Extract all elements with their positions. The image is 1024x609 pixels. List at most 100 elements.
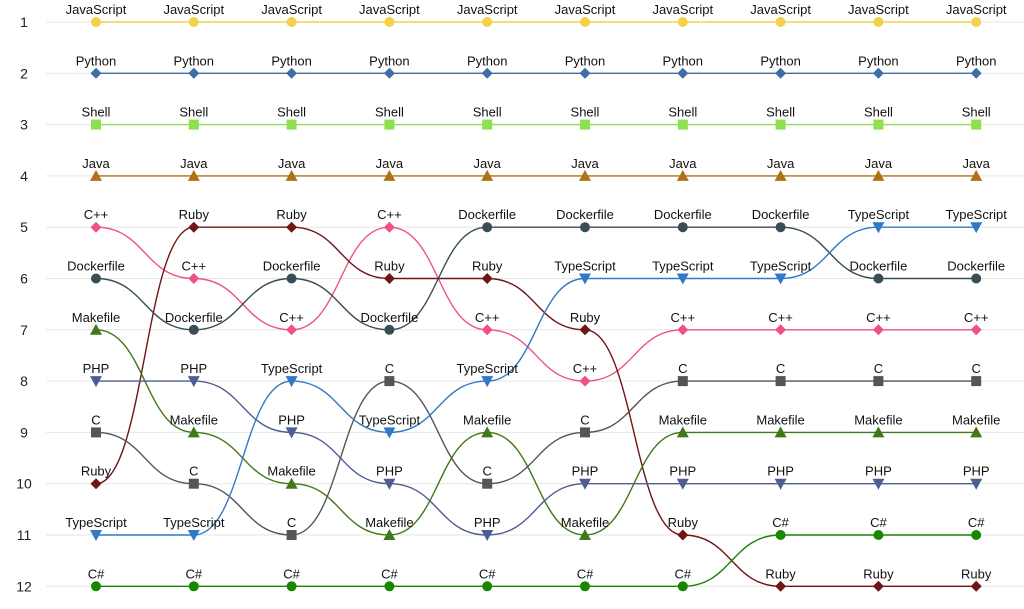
point-label-makefile: Makefile <box>854 412 902 427</box>
point-marker-python <box>383 67 395 79</box>
point-marker-c <box>971 530 982 540</box>
point-marker-javascript <box>286 17 297 27</box>
point-marker-java <box>676 169 689 181</box>
point-marker-typescript <box>90 530 102 541</box>
point-label-shell: Shell <box>375 105 404 120</box>
point-marker-ruby <box>286 221 298 233</box>
point-marker-php <box>970 478 983 490</box>
point-marker-c <box>482 581 493 592</box>
point-label-javascript: JavaScript <box>261 2 322 17</box>
point-marker-shell <box>775 119 786 130</box>
point-label-javascript: JavaScript <box>946 2 1007 17</box>
point-label-php: PHP <box>83 361 110 376</box>
point-marker-ruby <box>188 221 200 233</box>
point-marker-javascript <box>677 17 688 27</box>
point-label-java: Java <box>669 156 697 171</box>
point-label-java: Java <box>376 156 404 171</box>
point-marker-c <box>188 273 200 284</box>
point-marker-typescript <box>774 273 787 285</box>
point-marker-makefile <box>481 426 494 438</box>
point-marker-python <box>481 67 493 79</box>
point-label-javascript: JavaScript <box>359 2 420 17</box>
point-marker-python <box>677 67 689 79</box>
point-label-dockerfile: Dockerfile <box>850 259 908 274</box>
point-label-shell: Shell <box>82 105 111 120</box>
point-marker-dockerfile <box>971 273 982 284</box>
point-label-java: Java <box>962 156 990 171</box>
point-label-python: Python <box>467 53 507 68</box>
point-marker-c <box>873 530 884 540</box>
point-marker-php <box>872 478 885 490</box>
point-marker-typescript <box>383 427 396 439</box>
point-label-c: C <box>776 361 785 376</box>
point-label-c: C++ <box>866 310 891 325</box>
point-label-c: C# <box>772 515 789 530</box>
point-marker-javascript <box>873 17 884 27</box>
point-label-typescript: TypeScript <box>163 515 225 530</box>
point-label-python: Python <box>663 53 703 68</box>
point-label-shell: Shell <box>473 105 502 120</box>
rank-tick-label: 8 <box>20 373 28 389</box>
point-marker-typescript <box>872 222 885 234</box>
point-marker-dockerfile <box>286 273 297 284</box>
series-line-ruby <box>95 226 977 588</box>
point-label-typescript: TypeScript <box>359 412 421 427</box>
point-label-c: C++ <box>279 310 304 325</box>
point-label-ruby: Ruby <box>81 464 112 479</box>
point-marker-dockerfile <box>677 222 688 233</box>
point-label-javascript: JavaScript <box>652 2 713 17</box>
point-label-ruby: Ruby <box>570 310 601 325</box>
point-label-php: PHP <box>180 361 207 376</box>
point-label-typescript: TypeScript <box>945 207 1007 222</box>
point-marker-python <box>970 67 982 79</box>
point-marker-ruby <box>579 324 591 336</box>
point-marker-makefile <box>285 477 298 489</box>
point-marker-c <box>872 324 884 336</box>
point-label-java: Java <box>278 156 306 171</box>
point-label-dockerfile: Dockerfile <box>654 207 712 222</box>
point-marker-javascript <box>482 17 493 27</box>
point-marker-c <box>677 324 689 336</box>
point-marker-makefile <box>579 529 591 540</box>
point-marker-makefile <box>187 426 200 438</box>
point-label-javascript: JavaScript <box>750 2 811 17</box>
point-marker-python <box>286 67 298 79</box>
point-label-javascript: JavaScript <box>163 2 224 17</box>
point-marker-typescript <box>187 530 200 541</box>
rank-tick-label: 12 <box>16 578 32 594</box>
point-label-php: PHP <box>376 464 403 479</box>
point-label-ruby: Ruby <box>668 515 699 530</box>
point-label-ruby: Ruby <box>863 566 894 581</box>
point-label-c: C <box>972 361 981 376</box>
point-marker-python <box>579 67 591 79</box>
point-label-typescript: TypeScript <box>652 259 714 274</box>
point-marker-php <box>90 376 102 388</box>
series-line-c <box>96 534 977 588</box>
point-label-dockerfile: Dockerfile <box>361 310 419 325</box>
point-marker-python <box>872 67 884 79</box>
series-lines <box>95 21 977 588</box>
point-label-php: PHP <box>865 464 892 479</box>
point-marker-typescript <box>579 273 591 285</box>
series-line-php <box>96 380 977 536</box>
point-label-python: Python <box>760 53 800 68</box>
point-label-c: C# <box>479 566 496 581</box>
point-marker-typescript <box>481 376 494 388</box>
point-marker-dockerfile <box>775 222 786 233</box>
point-marker-c <box>383 221 395 233</box>
rank-tick-label: 11 <box>17 527 32 543</box>
point-marker-dockerfile <box>873 273 884 284</box>
point-marker-makefile <box>383 529 396 540</box>
point-marker-c <box>286 324 298 336</box>
point-marker-php <box>774 478 787 490</box>
point-label-javascript: JavaScript <box>457 2 518 17</box>
point-label-makefile: Makefile <box>756 412 804 427</box>
series-markers <box>90 17 983 592</box>
point-label-python: Python <box>76 53 116 68</box>
rank-tick-label: 10 <box>16 476 32 492</box>
point-marker-c <box>677 581 688 592</box>
point-label-c: C <box>189 464 198 479</box>
point-label-ruby: Ruby <box>765 566 796 581</box>
